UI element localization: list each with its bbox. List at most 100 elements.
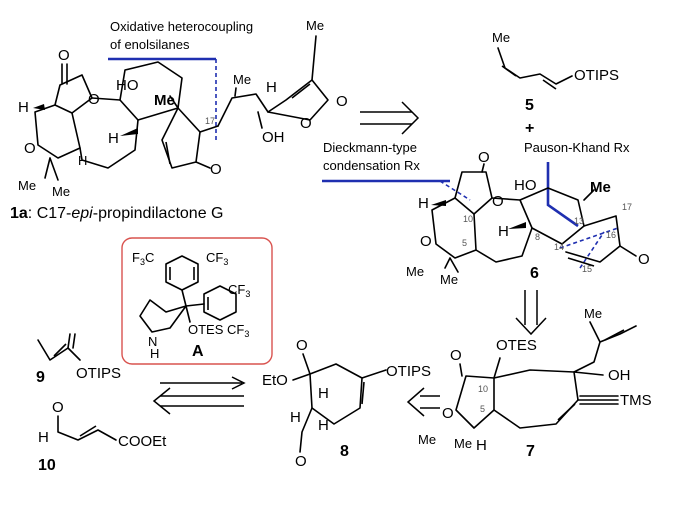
atom-O-ester-8: O (296, 337, 308, 354)
label-1a-num: 1a (10, 205, 28, 222)
atom-CF3-A-2: CF3 (228, 282, 250, 299)
label-C5-6: 5 (462, 238, 467, 248)
atom-H-7: H (476, 437, 487, 454)
atom-H-1a-c: H (108, 130, 119, 147)
atom-H-aldehyde-8: H (290, 409, 301, 426)
atom-OH-7: OH (608, 367, 631, 384)
atom-O-carbonyl-7: O (450, 347, 462, 364)
annotation-dieckmann-2: condensation Rx (323, 158, 420, 173)
structure-1a: Oxidative heterocoupling of enolsilanes … (10, 18, 348, 222)
label-6: 6 (530, 265, 539, 282)
atom-F3C-A-3: 3 (140, 257, 145, 267)
atom-H-1a-a: H (18, 99, 29, 116)
structure-9: OTIPS 9 (36, 333, 121, 386)
pauson-khand-cut-2 (579, 231, 605, 269)
atom-OTES-A-3: 3 (244, 329, 249, 339)
label-C5-7: 5 (480, 404, 485, 414)
atom-F3C-A-C: C (145, 250, 154, 265)
retro-arrow-2 (515, 290, 547, 336)
label-9: 9 (36, 369, 45, 386)
atom-O-ether-1a: O (24, 140, 36, 157)
atom-HO-1a: HO (116, 77, 139, 94)
atom-CF3-A-1-cf: CF (206, 250, 223, 265)
atom-EtO-8: EtO (262, 372, 288, 389)
label-C16-6: 16 (606, 230, 616, 240)
label-10: 10 (38, 457, 56, 474)
atom-OH-1a: OH (262, 129, 285, 146)
label-1a: 1a: C17-epi-propindilactone G (10, 205, 223, 222)
atom-Me-1a-angular: Me (154, 92, 175, 109)
atom-F3C-A-F: F (132, 250, 140, 265)
atom-O-lactone-6: O (492, 193, 504, 210)
label-A: A (192, 343, 204, 360)
atom-OTES-A-text: OTES (188, 322, 224, 337)
label-C17-6: 17 (622, 202, 632, 212)
atom-Me-butenolide: Me (306, 18, 324, 33)
label-1a-colon: : C17- (28, 205, 72, 222)
pauson-khand-bar (546, 162, 579, 228)
atom-Me-7-b: Me (454, 436, 472, 451)
forward-arrows (152, 376, 246, 415)
label-1a-rest: -propindilactone G (93, 205, 224, 222)
atom-OTIPS-8: OTIPS (386, 363, 431, 380)
atom-O-carbonyl-6: O (478, 149, 490, 166)
label-C13-6: 13 (574, 216, 584, 226)
atom-OTIPS-5: OTIPS (574, 67, 619, 84)
atom-H-6-b: H (498, 223, 509, 240)
atom-CF3-A-2-3: 3 (245, 289, 250, 299)
atom-Me-6-angular: Me (590, 179, 611, 196)
atom-O-butenolide-carbonyl: O (336, 93, 348, 110)
annotation-dieckmann-1: Dieckmann-type (323, 140, 417, 155)
atom-F3C-A: F3C (132, 250, 154, 267)
label-1a-epi: epi (71, 205, 93, 222)
atom-O-aldehyde-8: O (295, 453, 307, 470)
atom-Me-1a-b: Me (52, 184, 70, 199)
atom-O-aldehyde-10: O (52, 399, 64, 416)
atom-OTES-7: OTES (496, 337, 537, 354)
atom-Me-6-b: Me (440, 272, 458, 287)
dieckmann-cut (439, 180, 471, 201)
atom-Me-sidechain: Me (233, 72, 251, 87)
atom-OTES-A-cf: CF (227, 322, 244, 337)
structure-7: OTES Me OH O O 10 5 Me Me H TMS 7 (418, 306, 652, 460)
structure-5: Me OTIPS 5 + (492, 30, 619, 137)
retro-arrow-1 (360, 101, 420, 135)
atom-Me-7-a: Me (418, 432, 436, 447)
atom-COOEt-10: COOEt (118, 433, 167, 450)
atom-N-A: N (148, 334, 157, 349)
atom-Me-7: Me (584, 306, 602, 321)
atom-Me-1a-a: Me (18, 178, 36, 193)
label-C17-1a: 17 (205, 116, 215, 126)
atom-O-enone-1a: O (210, 161, 222, 178)
atom-H-1a-d: H (266, 79, 277, 96)
atom-CF3-A-1-3: 3 (223, 257, 228, 267)
annotation-pauson-khand: Pauson-Khand Rx (524, 140, 630, 155)
label-8: 8 (340, 443, 349, 460)
structure-10: O H COOEt 10 (38, 399, 167, 474)
atom-H-6-a: H (418, 195, 429, 212)
structure-8: O EtO OTIPS H H H O 8 (262, 337, 431, 470)
label-C8-6: 8 (535, 232, 540, 242)
atom-O-ether-6: O (420, 233, 432, 250)
atom-CF3-A-2-cf: CF (228, 282, 245, 297)
atom-O-lactone-7: O (442, 405, 454, 422)
retro-arrow-3 (406, 387, 440, 417)
plus-sign: + (525, 120, 534, 137)
atom-O-carbonyl-1a: O (58, 47, 70, 64)
atom-TMS-7: TMS (620, 392, 652, 409)
label-7: 7 (526, 443, 535, 460)
atom-Me-5: Me (492, 30, 510, 45)
atom-H-A: H (150, 346, 159, 361)
label-C15-6: 15 (582, 264, 592, 274)
atom-O-enone-6: O (638, 251, 650, 268)
atom-HO-6: HO (514, 177, 537, 194)
atom-H-8-b: H (318, 417, 329, 434)
atom-OTES-A: OTES CF3 (188, 322, 249, 339)
atom-H-8-a: H (318, 385, 329, 402)
catalyst-box (121, 237, 273, 365)
atom-O-butenolide-ring: O (300, 115, 312, 132)
label-C10-7: 10 (478, 384, 488, 394)
atom-CF3-A-1: CF3 (206, 250, 228, 267)
